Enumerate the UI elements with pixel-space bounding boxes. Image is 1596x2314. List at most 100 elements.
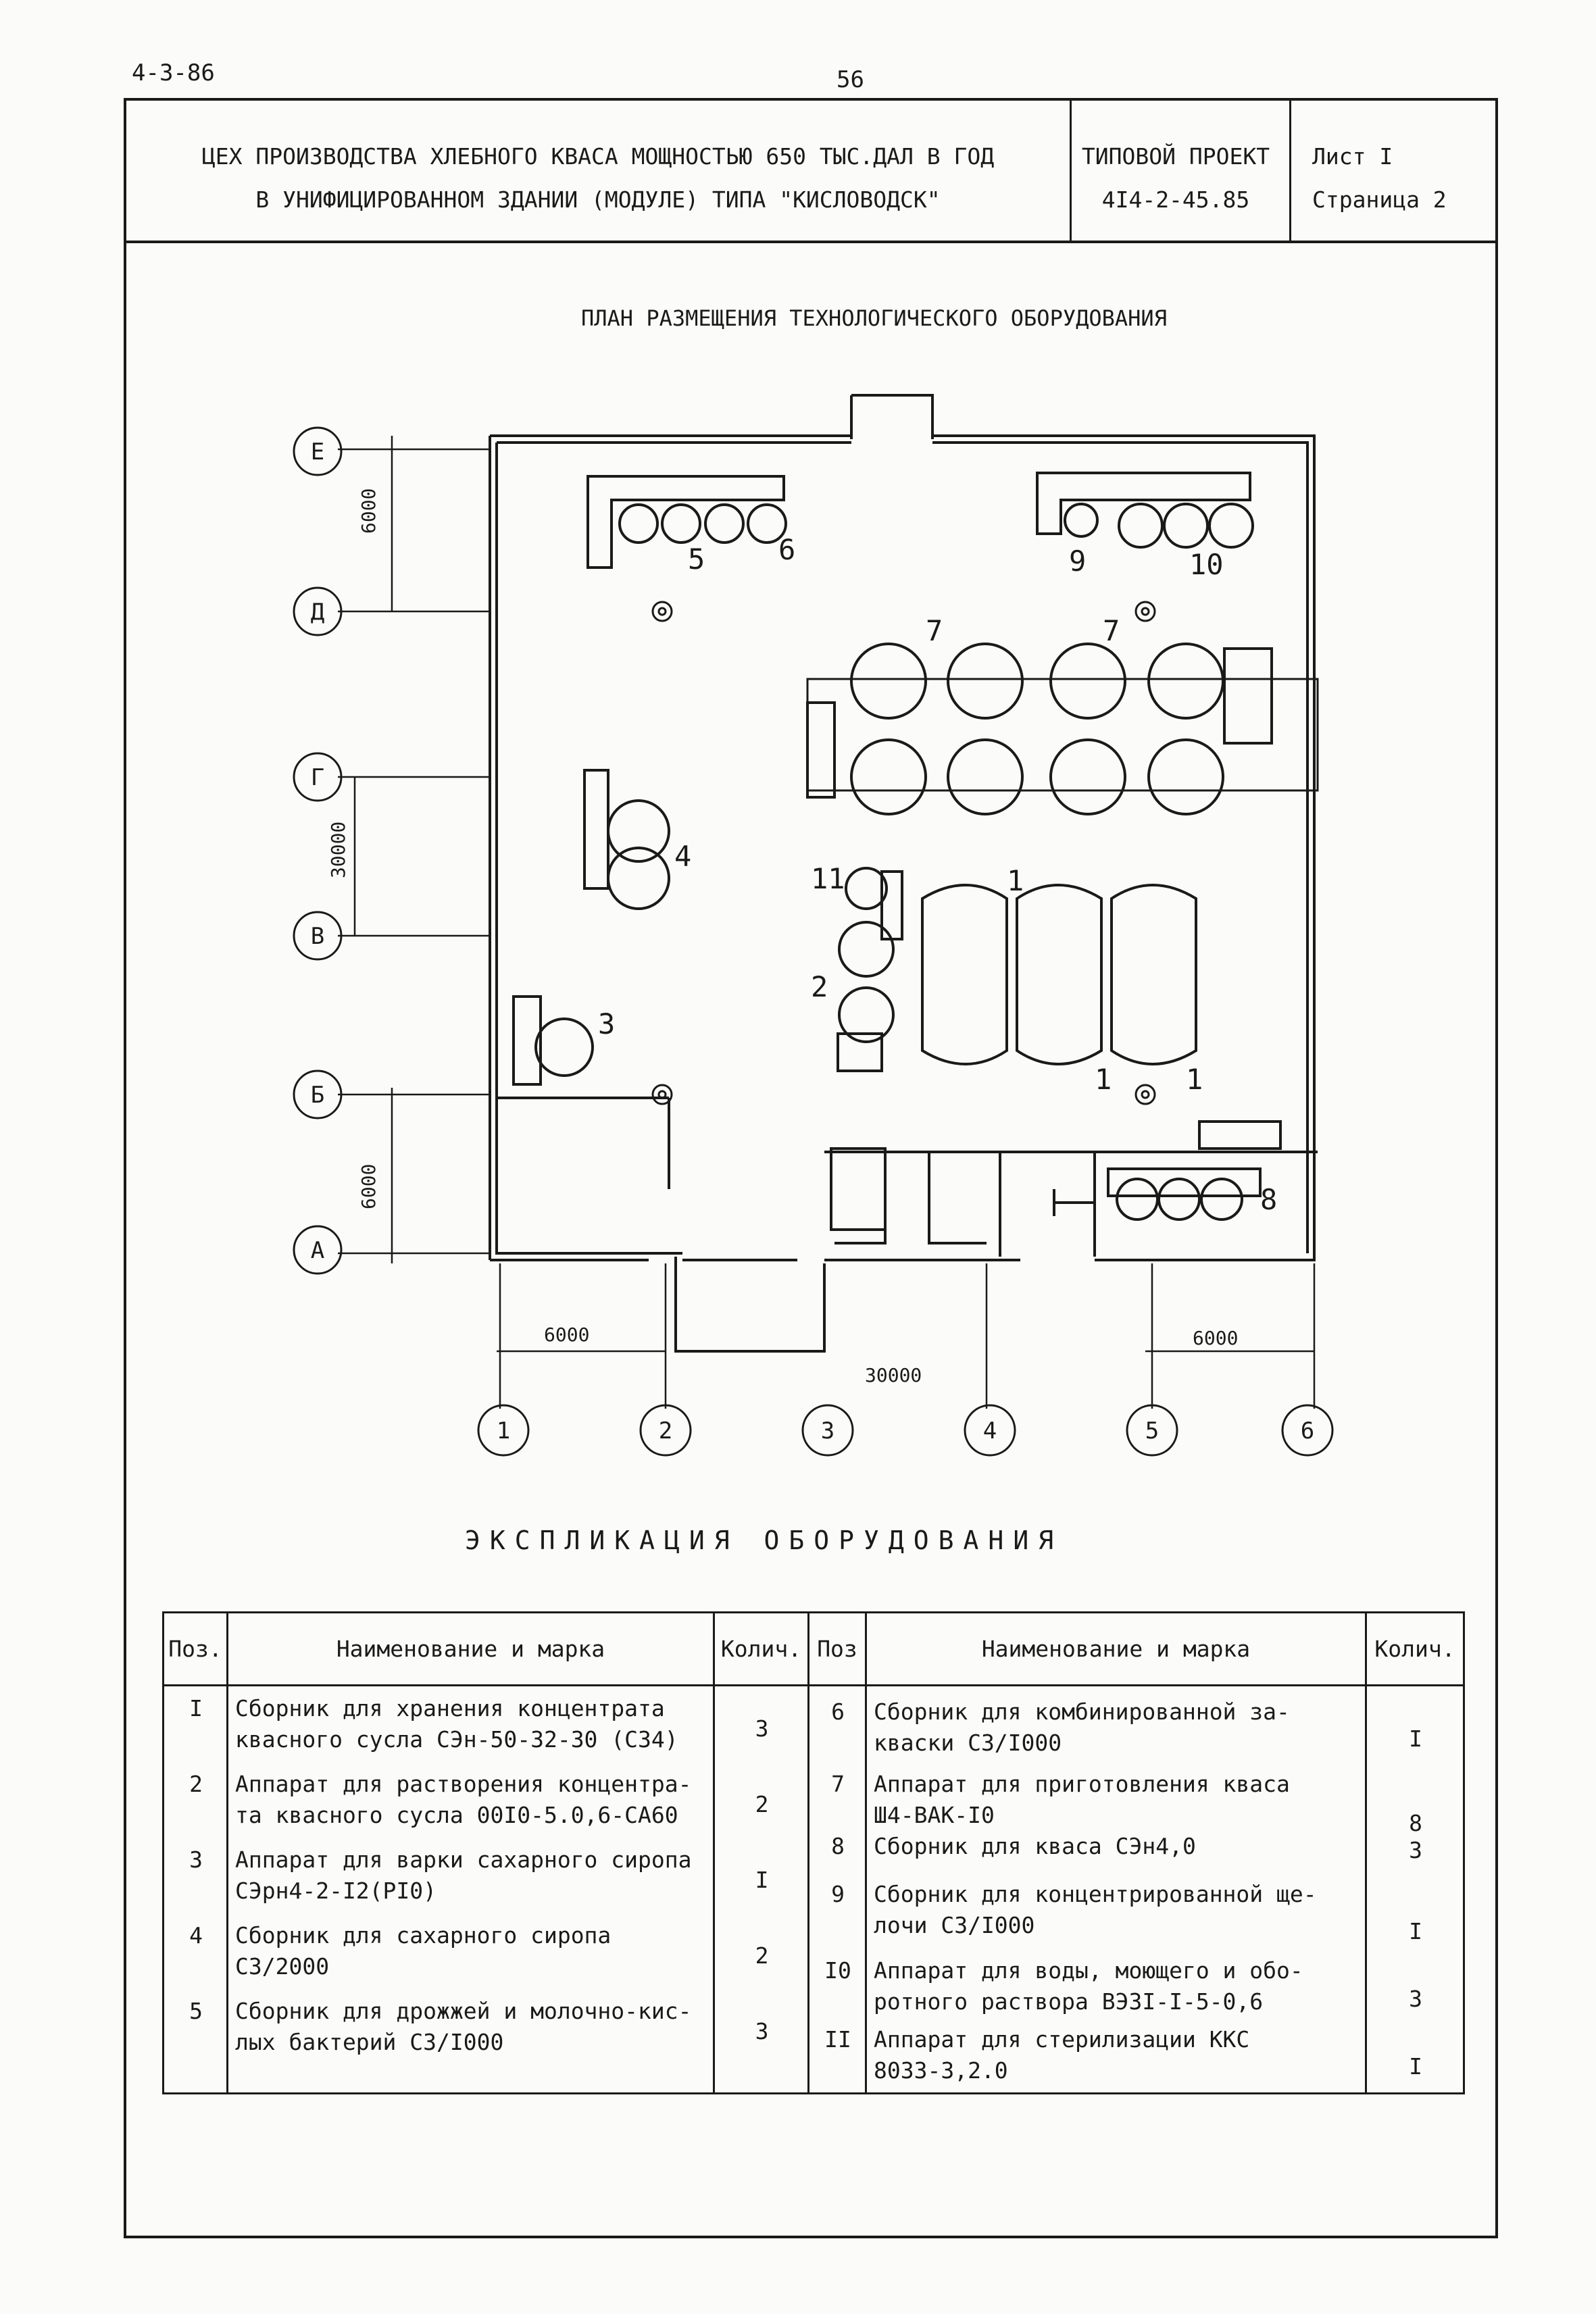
list-item: Сборник для дрожжей и молочно-кис-лых ба…	[235, 1996, 707, 2058]
pos-column: 6 7 8 9 I0 II	[807, 1685, 867, 2094]
table-cell-name: Сборник для дрожжей и молочно-кис-	[235, 1998, 692, 2024]
equipment-label: 6	[778, 533, 795, 566]
table-cell-name: Аппарат для стерилизации ККС	[874, 2026, 1250, 2053]
equipment-group-2-11	[837, 867, 903, 1072]
table-cell-qty: 2	[755, 1791, 769, 1817]
title-divider	[1289, 98, 1291, 241]
column-axis-label: 2	[659, 1417, 672, 1444]
qty-column: 3 2 I 2 3	[713, 1685, 809, 2094]
table-cell-qty: 3	[1409, 1837, 1422, 1863]
sheet-label: Лист I	[1312, 143, 1393, 170]
table-cell-name: Сборник для сахарного сиропа	[235, 1922, 612, 1948]
project-cell: ТИПОВОЙ ПРОЕКТ 4I4-2-45.85	[1074, 135, 1277, 222]
project-label: ТИПОВОЙ ПРОЕКТ	[1081, 143, 1270, 170]
list-item: Аппарат для воды, моющего и обо-ротного …	[874, 1955, 1360, 2017]
column-header: Поз	[807, 1611, 867, 1686]
table-cell-pos: II	[824, 2026, 851, 2053]
dimension-label: 6000	[1193, 1327, 1238, 1349]
column-header: Колич.	[713, 1611, 809, 1686]
page-frame	[124, 98, 1498, 2238]
equipment-label: 8	[1260, 1183, 1277, 1216]
title-block-name: ЦЕХ ПРОИЗВОДСТВА ХЛЕБНОГО КВАСА МОЩНОСТЬ…	[135, 135, 1061, 222]
equipment-label: 3	[598, 1007, 615, 1040]
equipment-label: 1	[1095, 1063, 1112, 1096]
dimension-label: 6000	[357, 1164, 380, 1209]
dimension-label: 30000	[865, 1364, 922, 1386]
room-box	[830, 1147, 887, 1231]
list-item: Аппарат для растворения концентра-та ква…	[235, 1769, 707, 1831]
row-axis-label: Б	[311, 1082, 324, 1109]
equipment-group-5-6	[587, 475, 787, 569]
table-cell-name: кваски С3/I000	[874, 1730, 1062, 1756]
table-cell-pos: 6	[831, 1699, 845, 1725]
table-cell-pos: 9	[831, 1881, 845, 1907]
title-line: ЦЕХ ПРОИЗВОДСТВА ХЛЕБНОГО КВАСА МОЩНОСТЬ…	[201, 143, 995, 170]
column-axis-label: 6	[1301, 1417, 1314, 1444]
row-axis-markers	[293, 426, 343, 1275]
equipment-group-4	[583, 769, 670, 910]
qty-column: I 8 3 I 3 I	[1365, 1685, 1465, 2094]
equipment-group-1	[921, 884, 1197, 1065]
table-cell-name: ротного раствора ВЭЗI-I-5-0,6	[874, 1988, 1264, 2015]
table-cell-name: Аппарат для растворения концентра-	[235, 1771, 692, 1797]
column-axis-label: 1	[497, 1417, 510, 1444]
equipment-label: 1	[1186, 1063, 1203, 1096]
table-cell-name: СЭрн4-2-I2(PI0)	[235, 1878, 437, 1904]
equipment-label: 1	[1007, 864, 1024, 897]
table-cell-name: Аппарат для варки сахарного сиропа	[235, 1846, 692, 1873]
column-axis-label: 4	[983, 1417, 997, 1444]
page-label: Страница 2	[1312, 186, 1447, 213]
list-item: Сборник для кваса СЭн4,0	[874, 1831, 1360, 1862]
equipment-label: 7	[926, 614, 943, 647]
dimension-lines	[338, 436, 1316, 1409]
document-code: 4-3-86	[132, 59, 215, 86]
explication-title: ЭКСПЛИКАЦИЯ ОБОРУДОВАНИЯ	[465, 1526, 1064, 1555]
table-cell-name: Аппарат для воды, моющего и обо-	[874, 1957, 1303, 1984]
equipment-label: 4	[674, 840, 691, 873]
sheet-cell: Лист I Страница 2	[1304, 135, 1495, 222]
column-header: Поз.	[162, 1611, 228, 1686]
table-cell-qty: 3	[755, 1715, 769, 1742]
dimension-label: 6000	[544, 1324, 589, 1346]
column-header: Колич.	[1365, 1611, 1465, 1686]
column-axis-label: 3	[821, 1417, 834, 1444]
table-cell-name: С3/2000	[235, 1953, 330, 1980]
row-axis-label: Г	[311, 764, 324, 791]
table-cell-qty: I	[755, 1867, 769, 1893]
table-cell-qty: I	[1409, 1918, 1422, 1944]
title-block	[124, 98, 1498, 243]
equipment-label: 7	[1103, 614, 1120, 647]
table-header-row: Поз. Наименование и марка Колич. Поз Наи…	[162, 1611, 1465, 1686]
table-cell-name: Сборник для концентрированной ще-	[874, 1881, 1317, 1907]
list-item: Сборник для концентрированной ще-лочи С3…	[874, 1879, 1360, 1941]
column-axis-label: 5	[1145, 1417, 1159, 1444]
equipment-label: 2	[811, 970, 828, 1003]
table-cell-name: Аппарат для приготовления кваса	[874, 1771, 1290, 1797]
row-axis-label: А	[311, 1237, 324, 1264]
title-line: В УНИФИЦИРОВАННОМ ЗДАНИИ (МОДУЛЕ) ТИПА "…	[255, 186, 941, 213]
table-cell-pos: I	[189, 1695, 203, 1721]
plan-title: ПЛАН РАЗМЕЩЕНИЯ ТЕХНОЛОГИЧЕСКОГО ОБОРУДО…	[581, 305, 1167, 331]
project-number: 4I4-2-45.85	[1101, 186, 1250, 213]
table-cell-name: лых бактерий С3/I000	[235, 2029, 504, 2055]
list-item: Сборник для комбинированной за-кваски С3…	[874, 1696, 1360, 1759]
column-header: Наименование и марка	[226, 1611, 715, 1686]
table-cell-name: Сборник для кваса СЭн4,0	[874, 1833, 1196, 1859]
table-cell-qty: 3	[755, 2018, 769, 2044]
row-axis-label: В	[311, 923, 324, 950]
table-cell-pos: 2	[189, 1771, 203, 1797]
name-column: Сборник для комбинированной за-кваски С3…	[865, 1685, 1367, 2094]
equipment-group-8	[1107, 1120, 1282, 1221]
table-body-row: I 2 3 4 5 Сборник для хранения концентра…	[162, 1685, 1465, 2094]
title-divider	[1070, 98, 1072, 241]
table-cell-qty: 2	[755, 1942, 769, 1969]
equipment-label: 5	[688, 543, 705, 576]
equipment-group-9-10	[1036, 472, 1254, 549]
equipment-group-3	[512, 995, 594, 1086]
column-header: Наименование и марка	[865, 1611, 1367, 1686]
equipment-floor-plan: 6000 30000 6000 6000 30000 6000 Е Д Г В …	[293, 394, 1334, 1457]
equipment-group-7	[806, 643, 1319, 815]
column-axis-markers	[477, 1404, 1334, 1457]
